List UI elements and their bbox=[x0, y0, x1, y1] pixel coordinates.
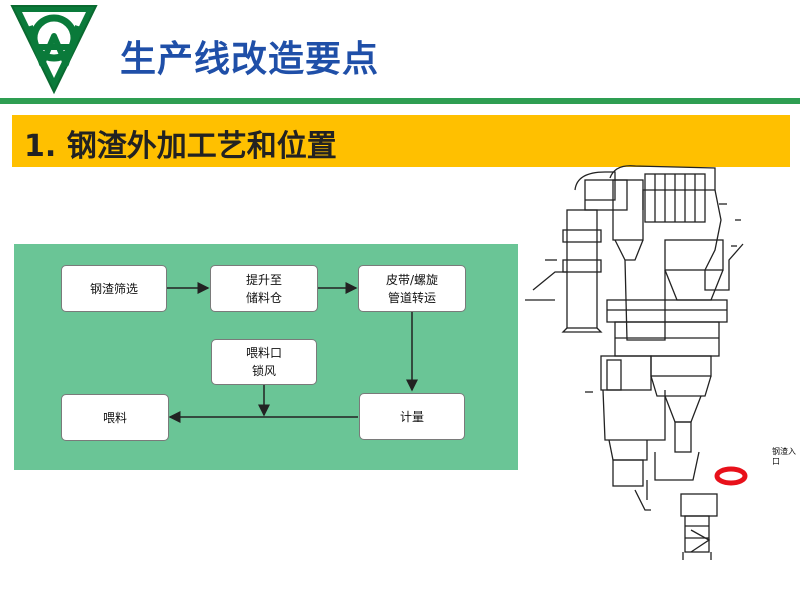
flow-arrows bbox=[167, 282, 418, 423]
flow-box-conveyor: 皮带/螺旋 管道转运 bbox=[358, 265, 466, 312]
section-header-bar: 1. 钢渣外加工艺和位置 bbox=[12, 115, 790, 167]
inlet-callout-label: 钢渣入 口 bbox=[772, 447, 796, 466]
flow-box-screening: 钢渣筛选 bbox=[61, 265, 167, 312]
process-flow-panel: 钢渣筛选 提升至 储料仓 皮带/螺旋 管道转运 喂料口 锁风 喂料 计量 bbox=[14, 244, 518, 470]
section-title: 1. 钢渣外加工艺和位置 bbox=[24, 129, 337, 164]
preheater-tower-drawing-icon bbox=[515, 160, 800, 600]
inlet-callout-ring bbox=[714, 466, 748, 486]
flow-box-airlock: 喂料口 锁风 bbox=[211, 339, 317, 385]
company-logo-icon bbox=[6, 2, 102, 96]
title-divider bbox=[0, 98, 800, 104]
page-title: 生产线改造要点 bbox=[120, 39, 380, 80]
flow-box-feeding: 喂料 bbox=[61, 394, 169, 441]
flow-box-lift: 提升至 储料仓 bbox=[210, 265, 318, 312]
flow-box-metering: 计量 bbox=[359, 393, 465, 440]
